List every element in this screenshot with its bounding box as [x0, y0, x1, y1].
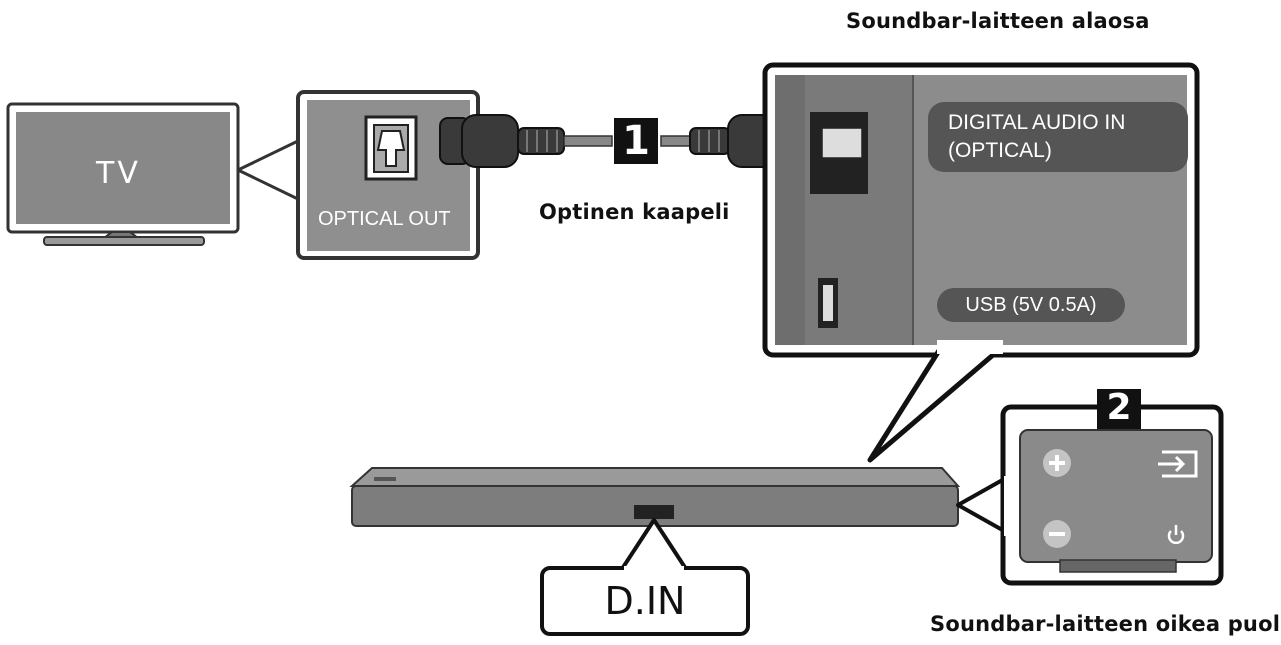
- tv-label: TV: [96, 156, 141, 191]
- power-icon: [1167, 525, 1185, 545]
- digital-audio-in-line1: DIGITAL AUDIO IN: [948, 111, 1126, 134]
- plus-icon: [1043, 449, 1071, 477]
- bottom-panel-title: Soundbar-laitteen alaosa: [846, 9, 1150, 33]
- right-side-title: Soundbar-laitteen oikea puoli: [930, 612, 1281, 636]
- soundbar-illustration: [349, 467, 961, 636]
- usb-label: USB (5V 0.5A): [937, 288, 1125, 322]
- din-label: D.IN: [604, 579, 686, 623]
- tv-illustration: [6, 102, 240, 246]
- tv-optical-port-icon: [364, 115, 418, 181]
- optical-out-label: OPTICAL OUT: [318, 208, 451, 230]
- step-2-number: 2: [1106, 387, 1132, 428]
- step-1-number: 1: [622, 118, 650, 164]
- cable-label: Optinen kaapeli: [539, 200, 730, 224]
- minus-icon: [1043, 520, 1071, 548]
- source-input-icon: [1158, 450, 1198, 478]
- step-2-badge: [1097, 389, 1141, 429]
- soundbar-side-panel: [956, 404, 1224, 586]
- digital-audio-in-label: DIGITAL AUDIO IN (OPTICAL): [928, 102, 1188, 172]
- step-1-badge: [614, 118, 658, 164]
- tv-callout: [236, 90, 480, 260]
- digital-audio-in-line2: (OPTICAL): [948, 139, 1052, 162]
